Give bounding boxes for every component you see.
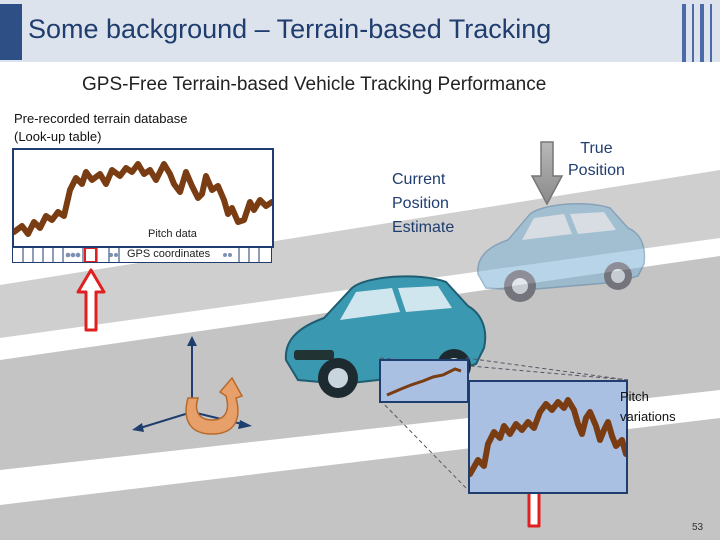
pitch-variations-label-line: Pitch [620, 387, 676, 407]
current-label-line: Estimate [392, 216, 454, 240]
sensor-window-curve [381, 361, 467, 401]
current-position-estimate-label: Current Position Estimate [392, 168, 454, 240]
true-label-line: True [568, 138, 625, 160]
pitch-variations-curve [470, 400, 626, 474]
true-position-label: True Position [568, 138, 625, 182]
pitch-variations-graphic [470, 382, 626, 492]
pitch-variations-label: Pitch variations [620, 387, 676, 427]
page-number: 53 [692, 522, 703, 533]
pitch-variations-panel [468, 380, 628, 494]
sensor-window [379, 359, 469, 403]
current-label-line: Position [392, 192, 454, 216]
current-label-line: Current [392, 168, 454, 192]
true-label-line: Position [568, 160, 625, 182]
pitch-variations-label-line: variations [620, 407, 676, 427]
